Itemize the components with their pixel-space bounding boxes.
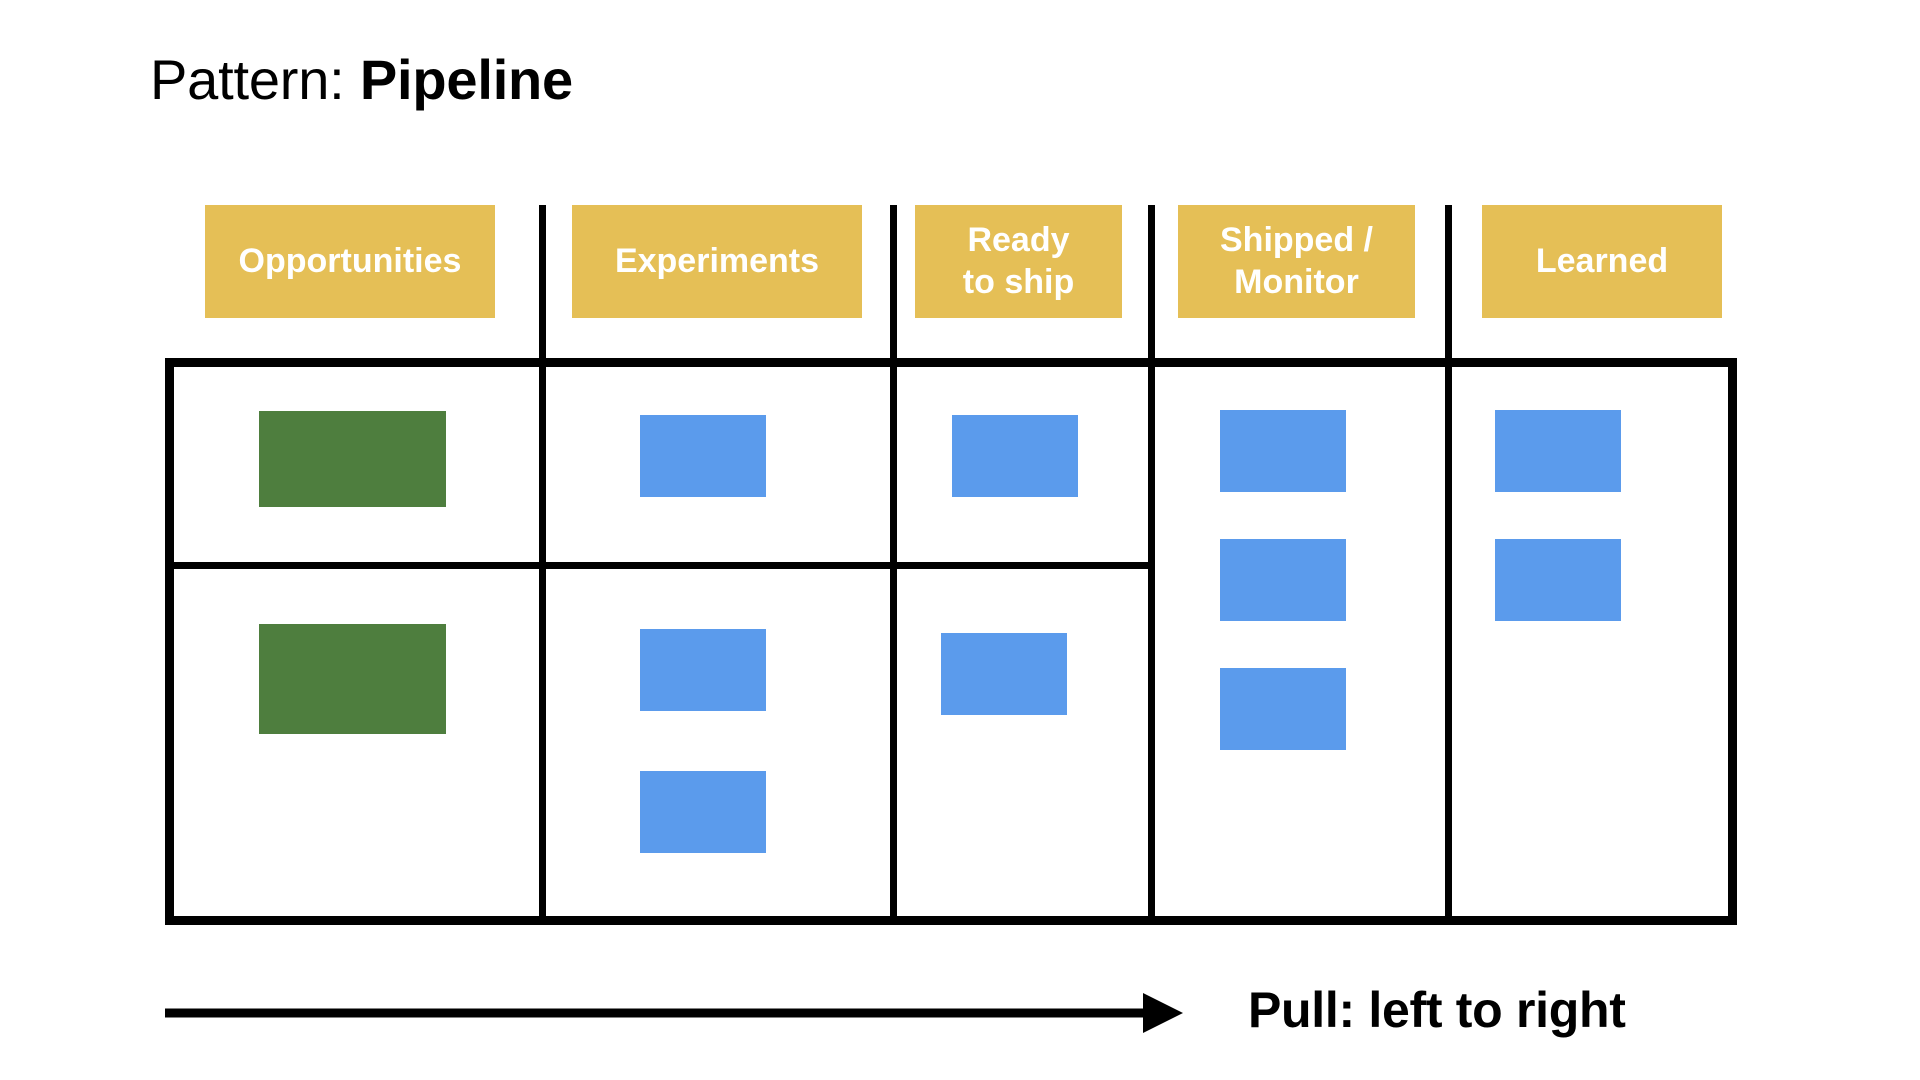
card-shipped-monitor-2[interactable] [1220,539,1346,621]
column-divider-3 [1148,205,1155,925]
column-header-opportunities[interactable]: Opportunities [205,205,495,318]
column-header-label: Opportunities [238,241,462,280]
card-experiments-2[interactable] [640,629,766,711]
column-divider-4 [1445,205,1452,925]
card-ready-to-ship-2[interactable] [941,633,1067,715]
page-title-name: Pipeline [359,48,574,111]
card-shipped-monitor-1[interactable] [1220,410,1346,492]
card-opportunities-2[interactable] [259,624,446,734]
column-header-ready-to-ship[interactable]: Ready to ship [915,205,1122,318]
card-learned-1[interactable] [1495,410,1621,492]
card-shipped-monitor-3[interactable] [1220,668,1346,750]
card-experiments-3[interactable] [640,771,766,853]
card-experiments-1[interactable] [640,415,766,497]
flow-direction-label: Pull: left to right [1248,982,1626,1038]
page-title: Pattern: Pipeline [150,48,573,112]
column-header-learned[interactable]: Learned [1482,205,1722,318]
page-title-prefix: Pattern: [150,48,360,111]
card-opportunities-1[interactable] [259,411,446,507]
column-header-label: Shipped / Monitor [1220,221,1373,301]
card-ready-to-ship-1[interactable] [952,415,1078,497]
column-header-label: Ready to ship [962,221,1075,301]
card-learned-2[interactable] [1495,539,1621,621]
column-header-label: Learned [1535,241,1669,280]
arrow-right-icon [165,985,1185,1041]
column-header-shipped-monitor[interactable]: Shipped / Monitor [1178,205,1415,318]
row-divider [170,562,1148,569]
column-header-experiments[interactable]: Experiments [572,205,862,318]
column-header-label: Experiments [614,241,820,280]
